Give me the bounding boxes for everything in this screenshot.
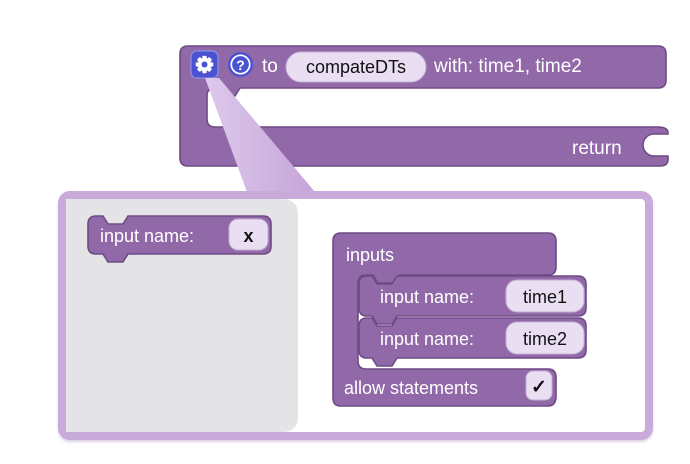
gear-icon — [195, 55, 214, 74]
arg-time1-label: input name: — [380, 287, 474, 307]
return-label: return — [572, 138, 622, 159]
arg-time2-field[interactable] — [505, 321, 585, 355]
procedure-definition-block[interactable]: ? to compateDTs with: time1, time2 retur… — [178, 44, 672, 170]
allow-statements-checkbox[interactable]: ✓ — [525, 370, 553, 401]
flyout-input-block-body[interactable] — [87, 215, 272, 263]
procedure-name-field[interactable] — [285, 51, 427, 83]
procedure-name-text[interactable]: compateDTs — [306, 57, 406, 77]
mutator-dialog: input name: x inputs input name: time1 i… — [58, 191, 653, 440]
flyout-input-block[interactable]: input name: x — [87, 214, 279, 266]
arg-block-time1[interactable]: input name: time1 — [358, 275, 587, 325]
question-mark-icon: ? — [236, 57, 245, 73]
mutator-callout-beam — [205, 78, 315, 192]
inputs-container-block[interactable]: inputs input name: time1 input name: tim… — [331, 231, 593, 413]
arg-time1-field[interactable] — [505, 279, 585, 313]
arg-time2-text[interactable]: time2 — [523, 329, 567, 349]
flyout-input-name-text[interactable]: x — [243, 226, 253, 246]
mutator-gear-button[interactable] — [190, 50, 219, 79]
help-ring-icon — [230, 54, 251, 75]
arg-time1-text[interactable]: time1 — [523, 287, 567, 307]
inputs-title-label: inputs — [346, 245, 394, 265]
flyout-input-name-field[interactable] — [228, 218, 269, 251]
help-button[interactable]: ? — [228, 52, 253, 77]
allow-statements-label: allow statements — [344, 378, 478, 398]
arg-block-time2[interactable]: input name: time2 — [358, 317, 587, 367]
arg-time2-label: input name: — [380, 329, 474, 349]
to-keyword-label: to — [262, 56, 278, 77]
inputs-container-body[interactable] — [332, 232, 557, 407]
flyout-input-label: input name: — [100, 226, 194, 246]
checkmark-icon: ✓ — [531, 377, 547, 398]
params-label: with: time1, time2 — [433, 56, 582, 77]
